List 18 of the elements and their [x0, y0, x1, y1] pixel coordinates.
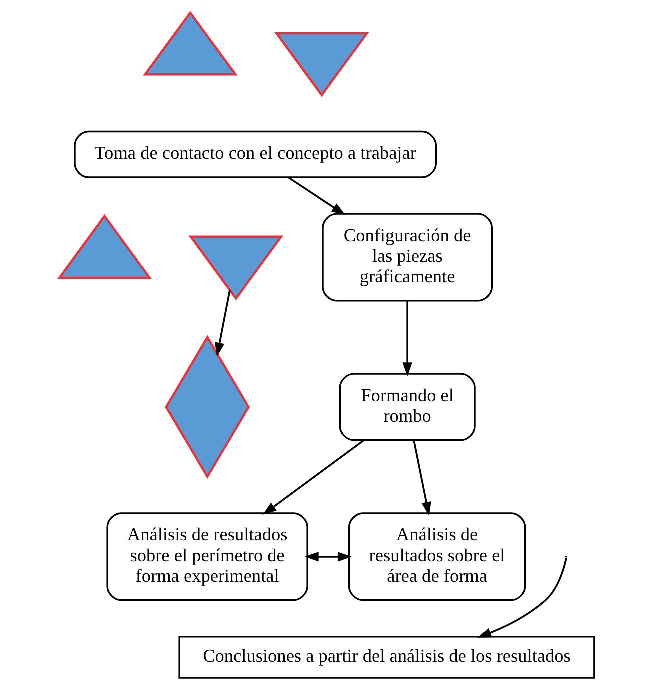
arrow — [413, 440, 432, 516]
arrow — [288, 176, 346, 216]
arrow — [304, 552, 352, 562]
node-box: Conclusiones a partir del análisis de los resultados — [178, 636, 596, 679]
arrow — [402, 301, 412, 377]
arrow — [262, 440, 364, 516]
node-box: Análisis de resultados sobre el área de forma — [348, 512, 526, 602]
node-triangle — [143, 11, 238, 76]
node-triangle — [188, 236, 284, 301]
node-box: Toma de contacto con el concepto a trabajar — [74, 130, 437, 178]
node-box: Análisis de resultados sobre el perímetro de forma experimental — [106, 512, 308, 602]
arrow — [478, 558, 568, 638]
node-diamond — [165, 335, 250, 480]
arrow — [214, 290, 231, 357]
node-triangle — [274, 32, 370, 98]
node-box: Formando el rombo — [339, 373, 476, 442]
node-box: Configuración de las piezas gráficamente — [322, 213, 493, 302]
node-triangle — [57, 214, 152, 280]
